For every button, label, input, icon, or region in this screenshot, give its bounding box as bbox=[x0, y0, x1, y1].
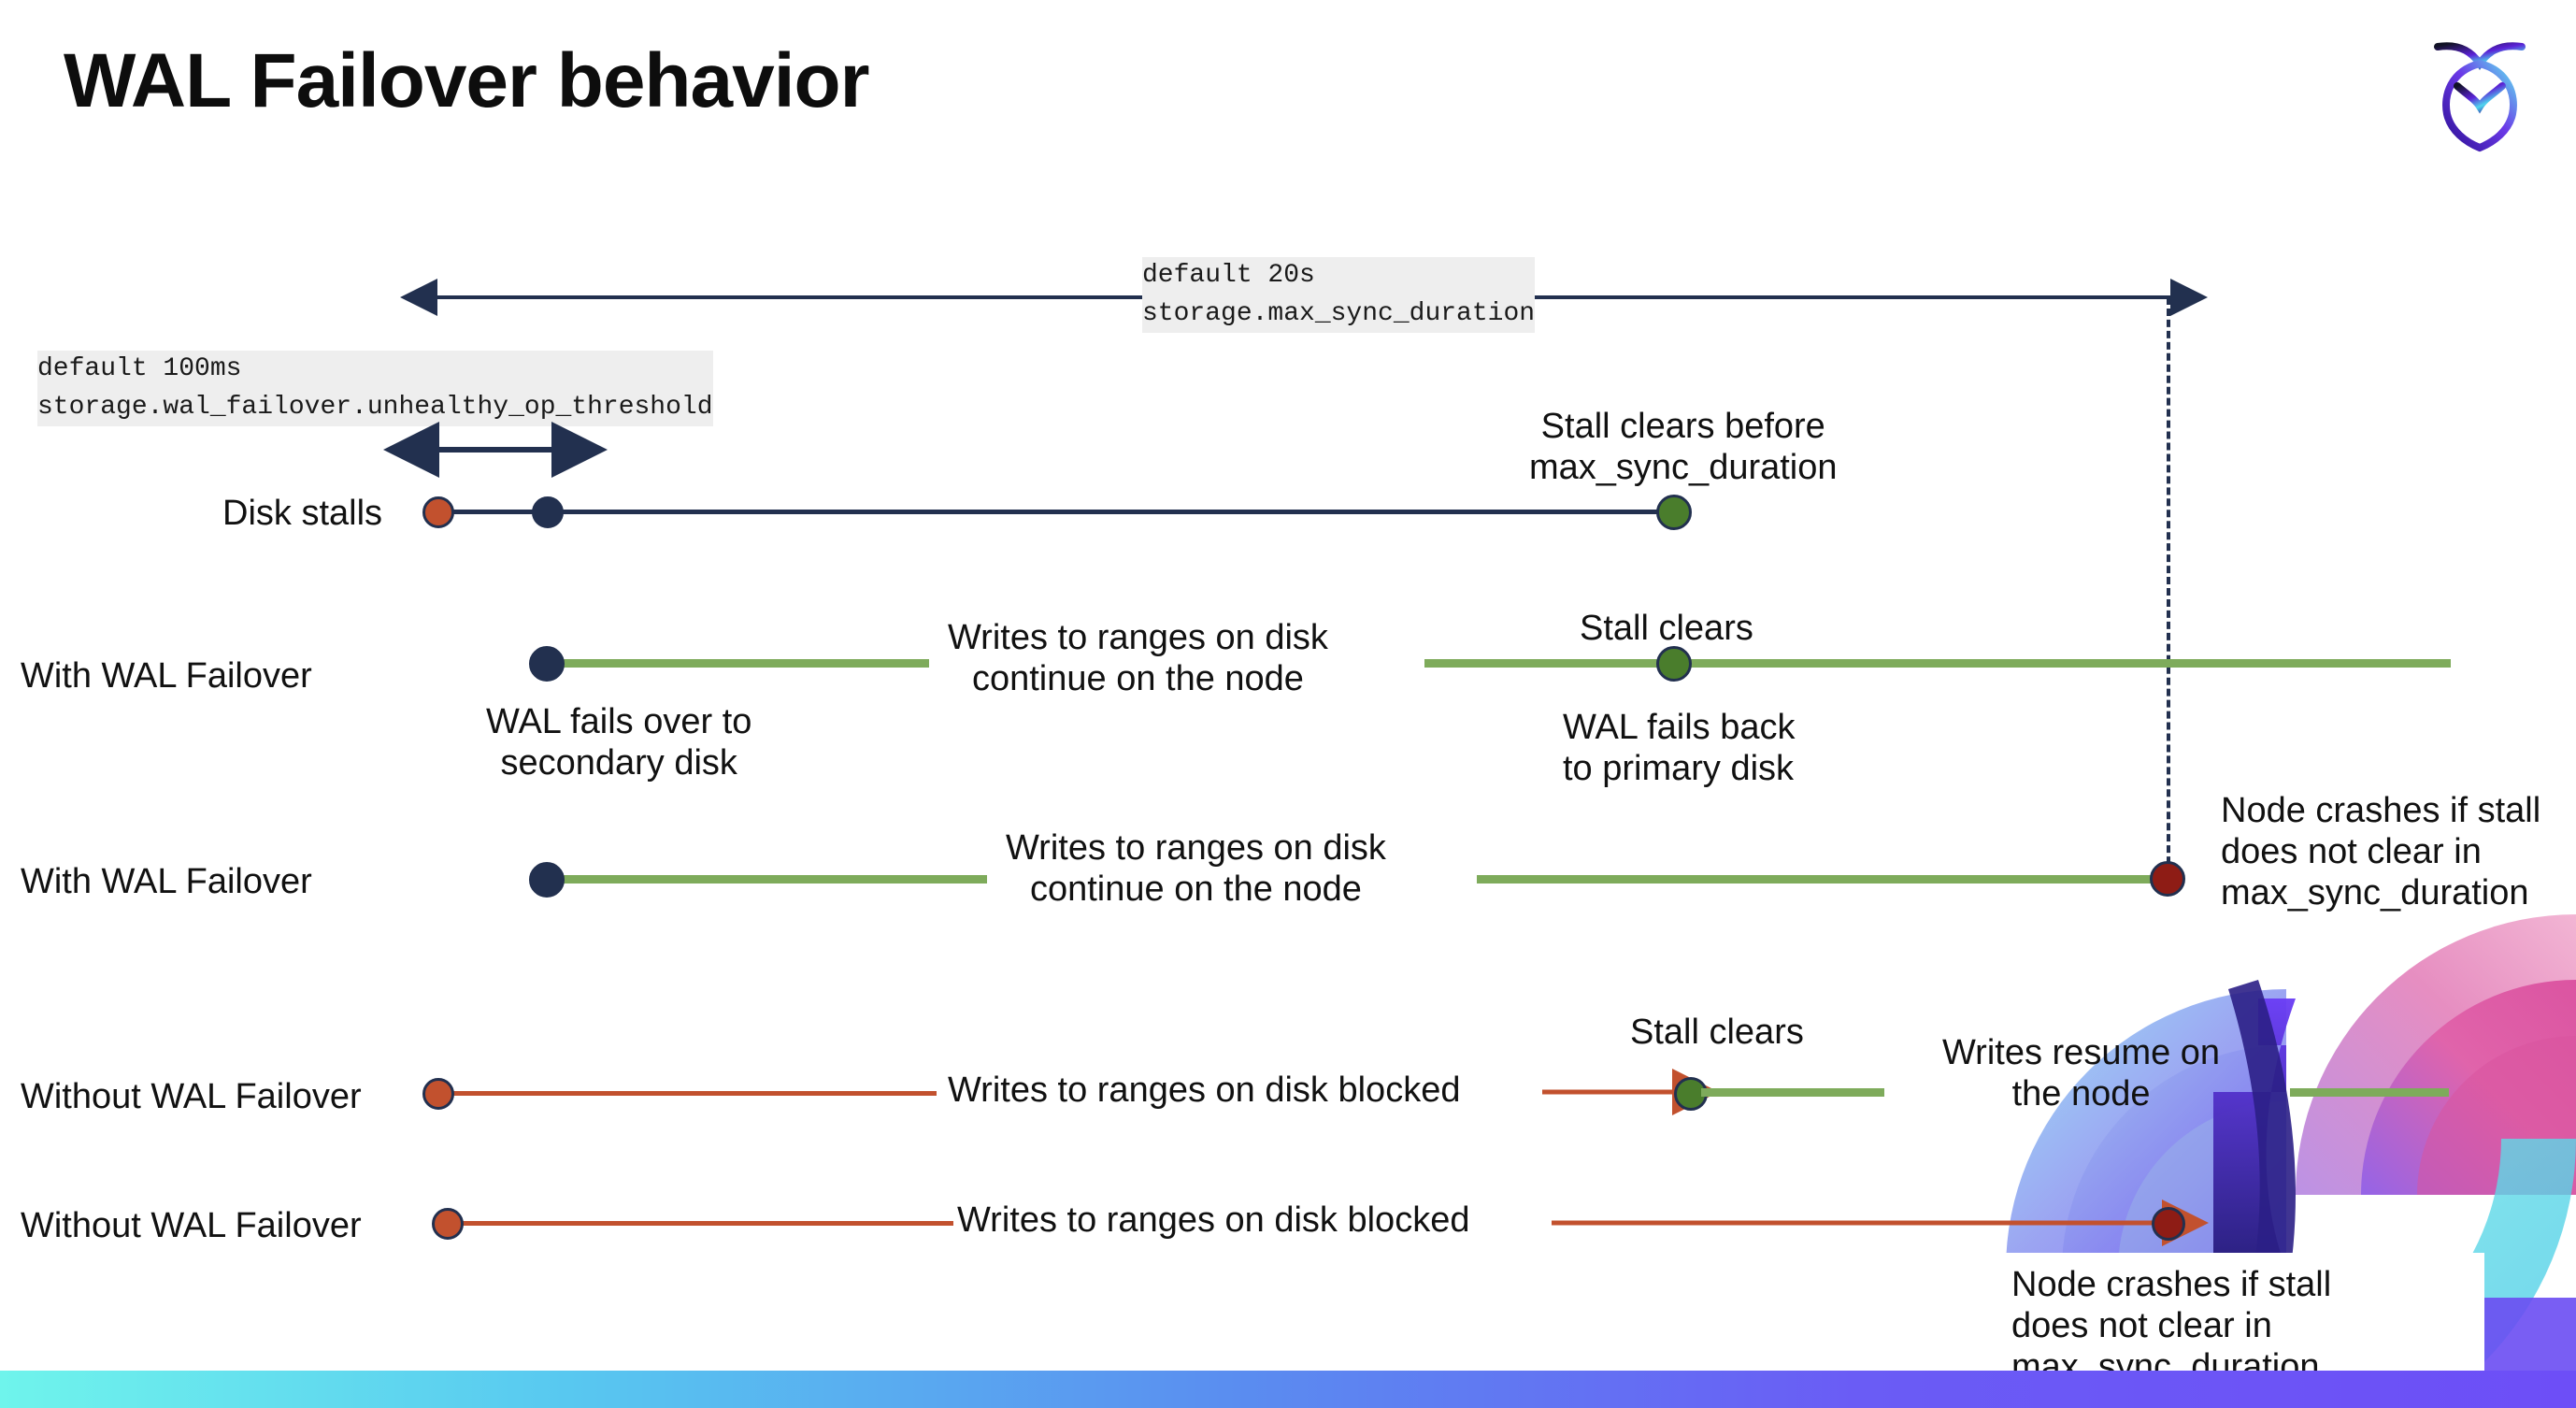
note-wal-fails-back: WAL fails back to primary disk bbox=[1563, 708, 1796, 789]
wal-failover-2-start-dot bbox=[529, 862, 565, 898]
wal-failover-trigger-dot bbox=[532, 496, 564, 528]
disk-stalls-track bbox=[439, 510, 1673, 514]
row-label-with-wal-failover-2: With WAL Failover bbox=[21, 862, 312, 901]
unhealthy-op-threshold-default: default 100ms bbox=[37, 354, 242, 383]
row-label-without-wal-failover-1: Without WAL Failover bbox=[21, 1077, 362, 1116]
wal-failover-2-track-right bbox=[1477, 875, 2176, 884]
unhealthy-op-threshold-span-arrow bbox=[383, 422, 608, 478]
without-failover-2-start-dot bbox=[432, 1208, 464, 1240]
unhealthy-op-threshold-annotation: default 100ms storage.wal_failover.unhea… bbox=[37, 351, 713, 427]
row-label-without-wal-failover-2: Without WAL Failover bbox=[21, 1206, 362, 1245]
wal-failover-1-track-left bbox=[555, 659, 929, 668]
page-title: WAL Failover behavior bbox=[64, 38, 870, 123]
max-sync-duration-annotation: default 20s storage.max_sync_duration bbox=[1142, 257, 1536, 334]
note-stall-clears-before: Stall clears before max_sync_duration bbox=[1529, 407, 1838, 488]
disk-stall-start-dot bbox=[422, 496, 454, 528]
without-failover-2-blocked-arrow bbox=[1552, 1200, 2209, 1246]
row-label-disk-stalls: Disk stalls bbox=[222, 494, 383, 533]
note-stall-clears-1: Stall clears bbox=[1580, 609, 1753, 648]
note-writes-blocked-1: Writes to ranges on disk blocked bbox=[948, 1070, 1461, 1110]
wal-failover-1-start-dot bbox=[529, 646, 565, 682]
note-wal-fails-over: WAL fails over to secondary disk bbox=[486, 702, 752, 783]
note-node-crashes-2: Node crashes if stall does not clear in … bbox=[2011, 1265, 2332, 1387]
note-writes-resume: Writes resume on the node bbox=[1942, 1033, 2221, 1114]
wal-failover-2-track-left bbox=[555, 875, 987, 884]
note-writes-continue-2: Writes to ranges on disk continue on the… bbox=[1006, 828, 1386, 910]
without-failover-1-track-left bbox=[439, 1091, 937, 1096]
without-failover-1-track-right bbox=[2290, 1088, 2449, 1097]
bottom-accent-bar bbox=[0, 1371, 2576, 1408]
without-failover-1-blocked-arrow bbox=[1542, 1069, 1719, 1115]
unhealthy-op-threshold-setting: storage.wal_failover.unhealthy_op_thresh… bbox=[37, 392, 713, 422]
without-failover-2-track-left bbox=[449, 1221, 953, 1226]
wal-failover-1-track-right bbox=[1424, 659, 2451, 668]
note-stall-clears-2: Stall clears bbox=[1630, 1013, 1804, 1052]
without-failover-1-track-mid bbox=[1701, 1088, 1884, 1097]
without-failover-2-crash-dot bbox=[2152, 1207, 2185, 1241]
note-writes-blocked-2: Writes to ranges on disk blocked bbox=[957, 1200, 1470, 1240]
wal-failover-2-crash-dot bbox=[2150, 861, 2185, 897]
without-failover-1-start-dot bbox=[422, 1078, 454, 1110]
note-writes-continue-1: Writes to ranges on disk continue on the… bbox=[948, 618, 1328, 699]
wal-failover-1-clear-dot bbox=[1656, 646, 1692, 682]
max-sync-duration-setting: storage.max_sync_duration bbox=[1142, 298, 1536, 328]
row-label-with-wal-failover-1: With WAL Failover bbox=[21, 656, 312, 696]
disk-stalls-clear-dot bbox=[1656, 495, 1692, 530]
cockroachdb-logo-icon bbox=[2419, 24, 2540, 155]
note-node-crashes-1: Node crashes if stall does not clear in … bbox=[2221, 791, 2541, 913]
max-sync-duration-default: default 20s bbox=[1142, 261, 1315, 290]
max-sync-duration-guide-line bbox=[2167, 297, 2170, 886]
